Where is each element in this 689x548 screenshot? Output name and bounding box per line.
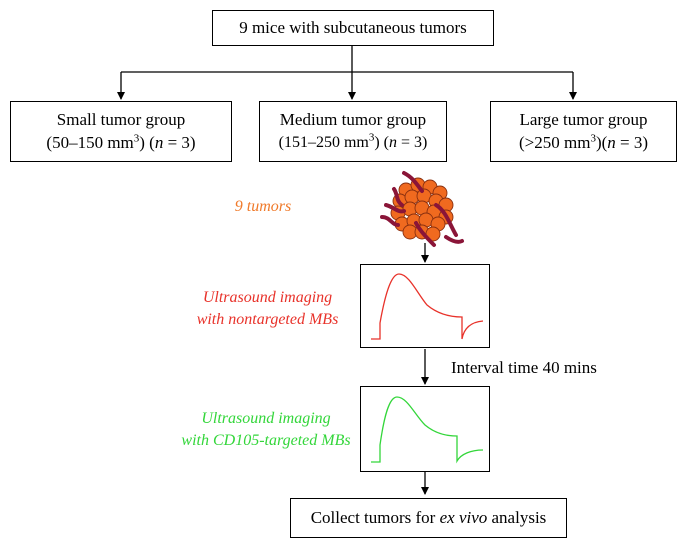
cd105-imaging-line2: with CD105-targeted MBs [181,432,351,450]
medium-group-box: Medium tumor group (151–250 mm3) (n = 3) [259,101,447,162]
cd105-curve-panel [360,386,490,472]
tumors-label: 9 tumors [234,198,292,215]
medium-group-size: (151–250 mm3) (n = 3) [278,131,428,152]
interval-time-label: Interval time 40 mins [451,358,597,377]
collect-tumors-box: Collect tumors for ex vivo analysis [290,498,567,538]
cd105-imaging-label: Ultrasound imaging with CD105-targeted M… [172,408,360,453]
small-group-size: (50–150 mm3) (n = 3) [46,131,196,152]
nontargeted-curve-panel [360,264,490,348]
small-group-box: Small tumor group (50–150 mm3) (n = 3) [10,101,232,162]
nontargeted-curve [371,273,484,340]
tumor-cluster-icon [380,171,464,247]
large-group-title: Large tumor group [519,109,648,129]
nontargeted-imaging-label: Ultrasound imaging with nontargeted MBs [180,287,355,332]
all-mice-text: 9 mice with subcutaneous tumors [239,17,467,37]
large-group-box: Large tumor group (>250 mm3)(n = 3) [490,101,677,162]
collect-tumors-text: Collect tumors for ex vivo analysis [310,507,547,527]
large-group-size: (>250 mm3)(n = 3) [518,131,649,152]
cd105-curve [371,396,484,464]
medium-group-title: Medium tumor group [279,110,427,130]
nontargeted-imaging-line1: Ultrasound imaging [202,289,333,306]
cd105-imaging-line1: Ultrasound imaging [201,410,331,427]
small-group-title: Small tumor group [56,109,186,129]
all-mice-box: 9 mice with subcutaneous tumors [212,10,494,46]
nontargeted-imaging-line2: with nontargeted MBs [196,311,339,329]
